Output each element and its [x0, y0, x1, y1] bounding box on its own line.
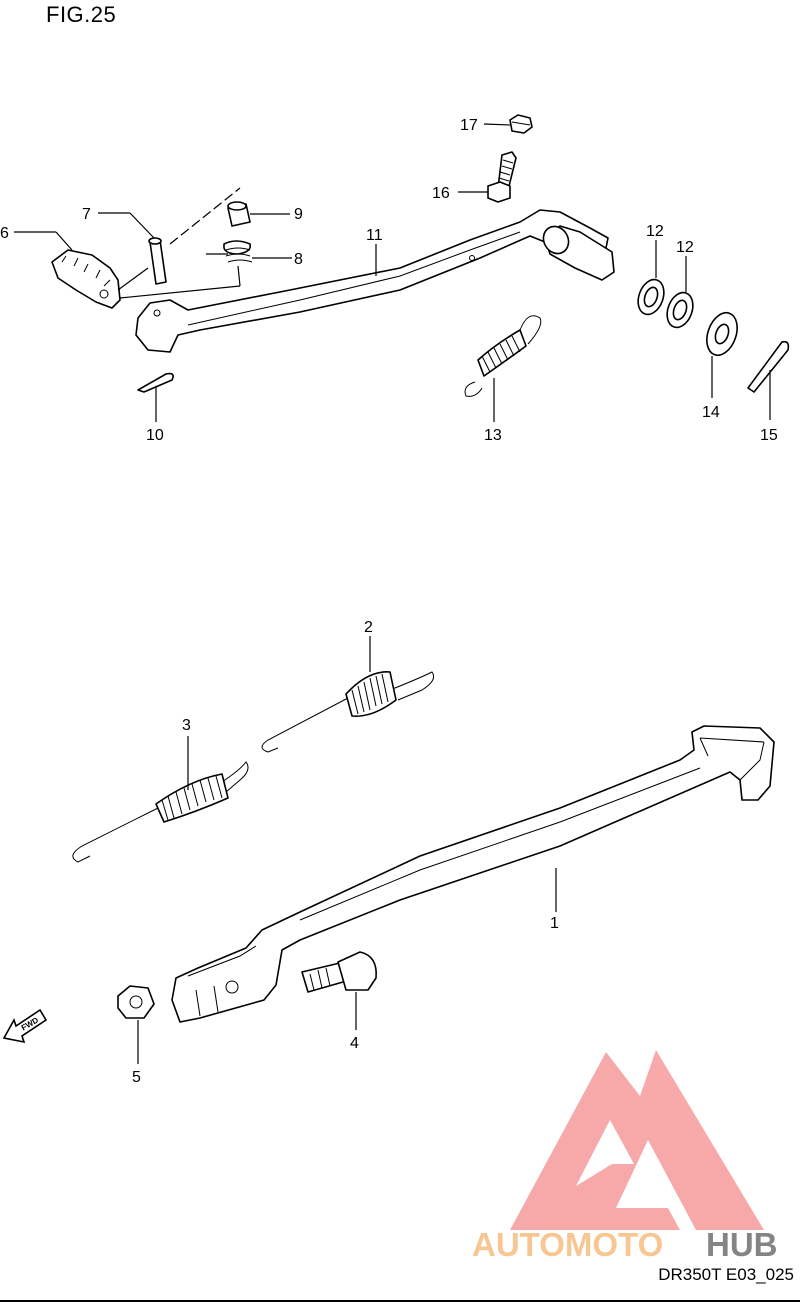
callout-12a: 12: [646, 223, 664, 240]
assembly-line-8b: [237, 265, 241, 287]
callout-11: 11: [366, 227, 383, 244]
part-6-pedal-tip: [51, 249, 121, 309]
part-8-spring: [223, 240, 253, 263]
bottom-border: [0, 1300, 800, 1302]
callout-7: 7: [82, 206, 91, 223]
callout-1: 1: [550, 915, 559, 932]
callout-14: 14: [702, 404, 720, 421]
callout-6: 6: [0, 225, 9, 242]
part-13-spring: [464, 315, 542, 397]
callout-12b: 12: [676, 239, 694, 256]
part-5-nut: [117, 985, 155, 1019]
assembly-line-7: [117, 267, 149, 291]
leader-7b: [129, 212, 155, 239]
leader-17: [483, 123, 511, 126]
part-15-cotter-pin: [747, 340, 790, 393]
part-16-bolt: [487, 151, 517, 203]
part-3-spring: [72, 761, 249, 863]
callout-5: 5: [132, 1069, 141, 1086]
part-17-nut: [509, 114, 533, 134]
figure-code: DR350T E03_025: [658, 1265, 794, 1284]
callout-8: 8: [294, 251, 303, 268]
callout-10: 10: [146, 427, 164, 444]
automotohub-logo: AUTOMOTO HUB: [472, 1050, 778, 1263]
part-10-cotter-pin: [137, 372, 174, 393]
part-11-brake-pedal: [135, 209, 615, 353]
callout-4: 4: [350, 1035, 359, 1052]
callout-16: 16: [432, 185, 450, 202]
part-4-pivot-bolt: [301, 951, 377, 993]
fwd-arrow-icon: FWD: [2, 1008, 48, 1044]
part-12-seal-a: [637, 278, 665, 316]
part-7-pin: [148, 237, 167, 285]
part-12-seal-b: [666, 291, 694, 329]
assembly-line-7b: [169, 187, 241, 245]
part-14-washer: [706, 311, 738, 357]
assembly-line-8: [119, 285, 241, 299]
part-2-spring: [261, 671, 435, 753]
watermark-text-part1: AUTOMOTO: [472, 1226, 663, 1263]
callout-13: 13: [484, 427, 502, 444]
leader-6b: [55, 231, 73, 251]
watermark-text-part2: HUB: [706, 1226, 778, 1263]
callout-3: 3: [182, 717, 191, 734]
part-9-collar: [227, 201, 251, 227]
part-1-side-stand: [171, 725, 775, 1023]
callout-17: 17: [460, 117, 478, 134]
callout-15: 15: [760, 427, 778, 444]
callout-9: 9: [294, 206, 303, 223]
figure-title: FIG.25: [46, 2, 117, 27]
callout-2: 2: [364, 619, 373, 636]
